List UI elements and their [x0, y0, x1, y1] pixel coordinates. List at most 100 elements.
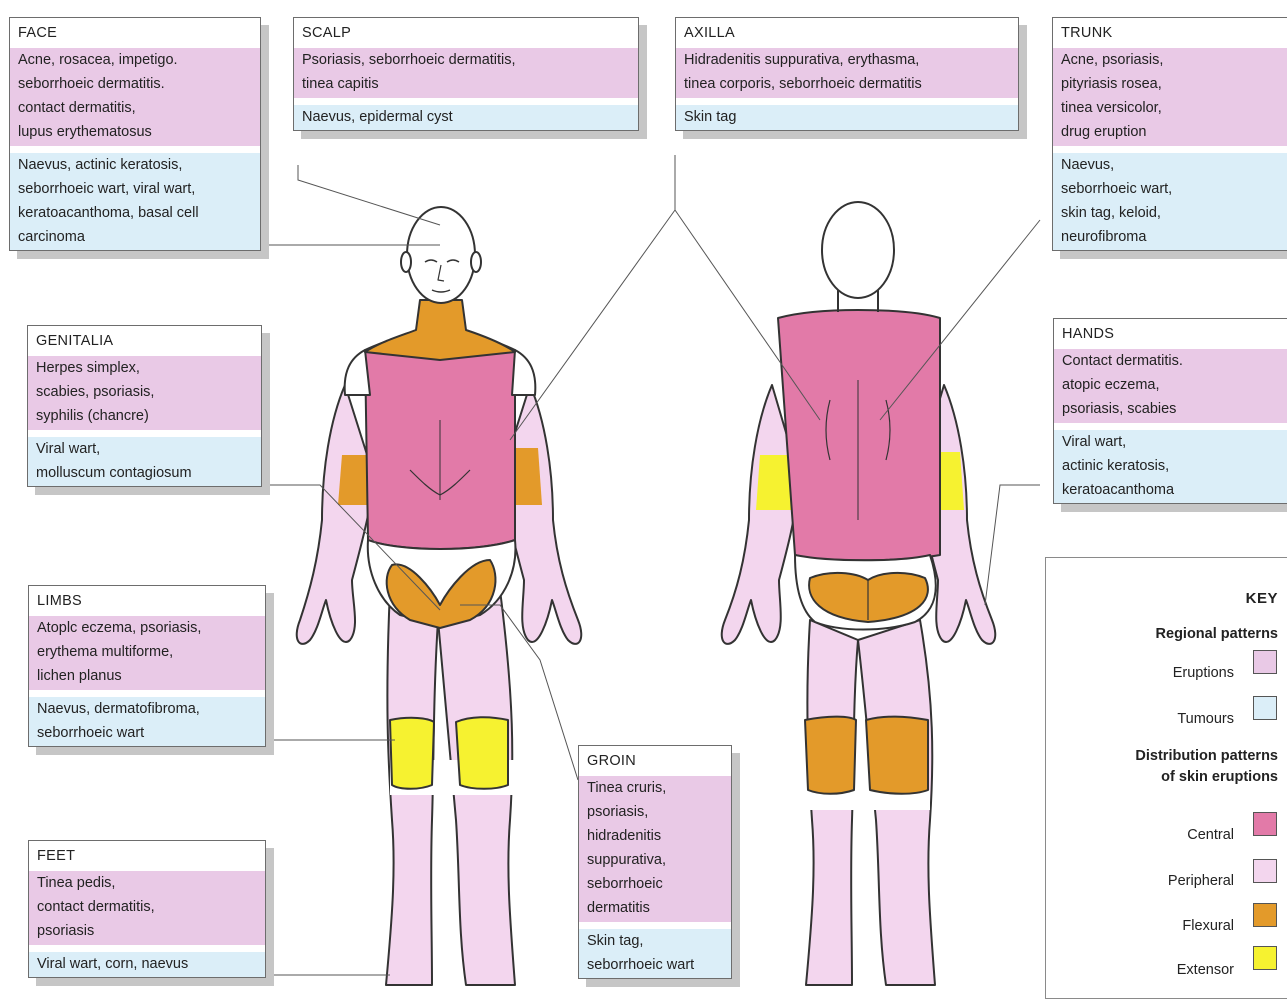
- hands-tumour-line: actinic keratosis,: [1062, 454, 1287, 478]
- key-peripheral-swatch: [1253, 859, 1277, 883]
- trunk-tumour-line: Naevus,: [1061, 153, 1287, 177]
- box-groin: GROIN Tinea cruris, psoriasis, hidradeni…: [578, 745, 732, 979]
- groin-eruption-line: dermatitis: [587, 896, 723, 920]
- box-scalp-eruptions: Psoriasis, seborrhoeic dermatitis, tinea…: [294, 48, 638, 98]
- feet-eruption-line: Tinea pedis,: [37, 871, 257, 895]
- trunk-eruption-line: drug eruption: [1061, 120, 1287, 144]
- feet-tumour-line: Viral wart, corn, naevus: [37, 952, 257, 976]
- box-axilla-tumours: Skin tag: [676, 105, 1018, 130]
- back-head: [822, 202, 894, 298]
- groin-eruption-line: psoriasis,: [587, 800, 723, 824]
- trunk-tumour-line: neurofibroma: [1061, 225, 1287, 249]
- genitalia-eruption-line: scabies, psoriasis,: [36, 380, 253, 404]
- hands-eruption-line: Contact dermatitis.: [1062, 349, 1287, 373]
- key-flexural-label: Flexural: [1182, 918, 1234, 934]
- groin-eruption-line: suppurativa,: [587, 848, 723, 872]
- trunk-tumour-line: skin tag, keloid,: [1061, 201, 1287, 225]
- hands-tumour-line: keratoacanthoma: [1062, 478, 1287, 502]
- back-figure: [722, 202, 996, 985]
- back-right-knee: [866, 717, 928, 794]
- box-face-eruptions: Acne, rosacea, impetigo. seborrhoeic der…: [10, 48, 260, 146]
- key-flexural-swatch: [1253, 903, 1277, 927]
- box-genitalia-title: GENITALIA: [28, 326, 261, 356]
- hands-tumour-line: Viral wart,: [1062, 430, 1287, 454]
- box-hands: HANDS Contact dermatitis. atopic eczema,…: [1053, 318, 1287, 504]
- box-genitalia: GENITALIA Herpes simplex, scabies, psori…: [27, 325, 262, 487]
- box-hands-eruptions: Contact dermatitis. atopic eczema, psori…: [1054, 349, 1287, 423]
- front-right-knee: [456, 717, 508, 789]
- box-hands-tumours: Viral wart, actinic keratosis, keratoaca…: [1054, 430, 1287, 503]
- box-axilla-title: AXILLA: [676, 18, 1018, 48]
- key-central-label: Central: [1187, 827, 1234, 843]
- axilla-tumour-line: Skin tag: [684, 105, 1010, 129]
- scalp-tumour-line: Naevus, epidermal cyst: [302, 105, 630, 129]
- box-groin-title: GROIN: [579, 746, 731, 776]
- front-head: [407, 207, 475, 303]
- groin-tumour-line: seborrhoeic wart: [587, 953, 723, 977]
- hands-eruption-line: psoriasis, scabies: [1062, 397, 1287, 421]
- limbs-tumour-line: Naevus, dermatofibroma,: [37, 697, 257, 721]
- box-groin-eruptions: Tinea cruris, psoriasis, hidradenitis su…: [579, 776, 731, 922]
- groin-eruption-line: Tinea cruris,: [587, 776, 723, 800]
- key-extensor-label: Extensor: [1177, 962, 1234, 978]
- scalp-eruption-line: Psoriasis, seborrhoeic dermatitis,: [302, 48, 630, 72]
- box-trunk-tumours: Naevus, seborrhoeic wart, skin tag, kelo…: [1053, 153, 1287, 250]
- limbs-eruption-line: Atoplc eczema, psoriasis,: [37, 616, 257, 640]
- limbs-eruption-line: erythema multiforme,: [37, 640, 257, 664]
- feet-eruption-line: psoriasis: [37, 919, 257, 943]
- box-genitalia-tumours: Viral wart, molluscum contagiosum: [28, 437, 261, 486]
- key-tumours-swatch: [1253, 696, 1277, 720]
- front-left-knee: [390, 718, 434, 789]
- genitalia-eruption-line: syphilis (chancre): [36, 404, 253, 428]
- key-distribution-heading-2: of skin eruptions: [1161, 767, 1278, 788]
- genitalia-tumour-line: Viral wart,: [36, 437, 253, 461]
- box-scalp: SCALP Psoriasis, seborrhoeic dermatitis,…: [293, 17, 639, 131]
- groin-tumour-line: Skin tag,: [587, 929, 723, 953]
- front-neck: [365, 300, 515, 360]
- face-eruption-line: Acne, rosacea, impetigo.: [18, 48, 252, 72]
- key-distribution-heading-1: Distribution patterns: [1135, 746, 1278, 767]
- box-face: FACE Acne, rosacea, impetigo. seborrhoei…: [9, 17, 261, 251]
- back-torso: [778, 310, 940, 560]
- trunk-eruption-line: Acne, psoriasis,: [1061, 48, 1287, 72]
- genitalia-tumour-line: molluscum contagiosum: [36, 461, 253, 485]
- limbs-eruption-line: lichen planus: [37, 664, 257, 688]
- face-eruption-line: contact dermatitis,: [18, 96, 252, 120]
- box-axilla-eruptions: Hidradenitis suppurativa, erythasma, tin…: [676, 48, 1018, 98]
- box-face-tumours: Naevus, actinic keratosis, seborrhoeic w…: [10, 153, 260, 250]
- box-groin-tumours: Skin tag, seborrhoeic wart: [579, 929, 731, 978]
- box-axilla: AXILLA Hidradenitis suppurativa, erythas…: [675, 17, 1019, 131]
- hands-eruption-line: atopic eczema,: [1062, 373, 1287, 397]
- box-trunk-eruptions: Acne, psoriasis, pityriasis rosea, tinea…: [1053, 48, 1287, 146]
- key-eruptions-label: Eruptions: [1173, 665, 1234, 681]
- feet-eruption-line: contact dermatitis,: [37, 895, 257, 919]
- box-limbs-eruptions: Atoplc eczema, psoriasis, erythema multi…: [29, 616, 265, 690]
- box-trunk: TRUNK Acne, psoriasis, pityriasis rosea,…: [1052, 17, 1287, 251]
- face-eruption-line: seborrhoeic dermatitis.: [18, 72, 252, 96]
- legend-key: KEY Regional patterns Eruptions Tumours …: [1045, 557, 1287, 999]
- box-limbs-tumours: Naevus, dermatofibroma, seborrhoeic wart: [29, 697, 265, 746]
- face-eruption-line: lupus erythematosus: [18, 120, 252, 144]
- key-tumours-label: Tumours: [1177, 711, 1234, 727]
- front-figure: [297, 207, 582, 985]
- face-tumour-line: carcinoma: [18, 225, 252, 249]
- face-tumour-line: seborrhoeic wart, viral wart,: [18, 177, 252, 201]
- axilla-eruption-line: tinea corporis, seborrhoeic dermatitis: [684, 72, 1010, 96]
- genitalia-eruption-line: Herpes simplex,: [36, 356, 253, 380]
- box-feet: FEET Tinea pedis, contact dermatitis, ps…: [28, 840, 266, 978]
- box-feet-tumours: Viral wart, corn, naevus: [29, 952, 265, 977]
- groin-eruption-line: seborrhoeic: [587, 872, 723, 896]
- limbs-tumour-line: seborrhoeic wart: [37, 721, 257, 745]
- key-extensor-swatch: [1253, 946, 1277, 970]
- box-limbs: LIMBS Atoplc eczema, psoriasis, erythema…: [28, 585, 266, 747]
- box-feet-eruptions: Tinea pedis, contact dermatitis, psorias…: [29, 871, 265, 945]
- box-scalp-title: SCALP: [294, 18, 638, 48]
- box-trunk-title: TRUNK: [1053, 18, 1287, 48]
- box-face-title: FACE: [10, 18, 260, 48]
- box-scalp-tumours: Naevus, epidermal cyst: [294, 105, 638, 130]
- key-central-swatch: [1253, 812, 1277, 836]
- groin-eruption-line: hidradenitis: [587, 824, 723, 848]
- trunk-tumour-line: seborrhoeic wart,: [1061, 177, 1287, 201]
- trunk-eruption-line: pityriasis rosea,: [1061, 72, 1287, 96]
